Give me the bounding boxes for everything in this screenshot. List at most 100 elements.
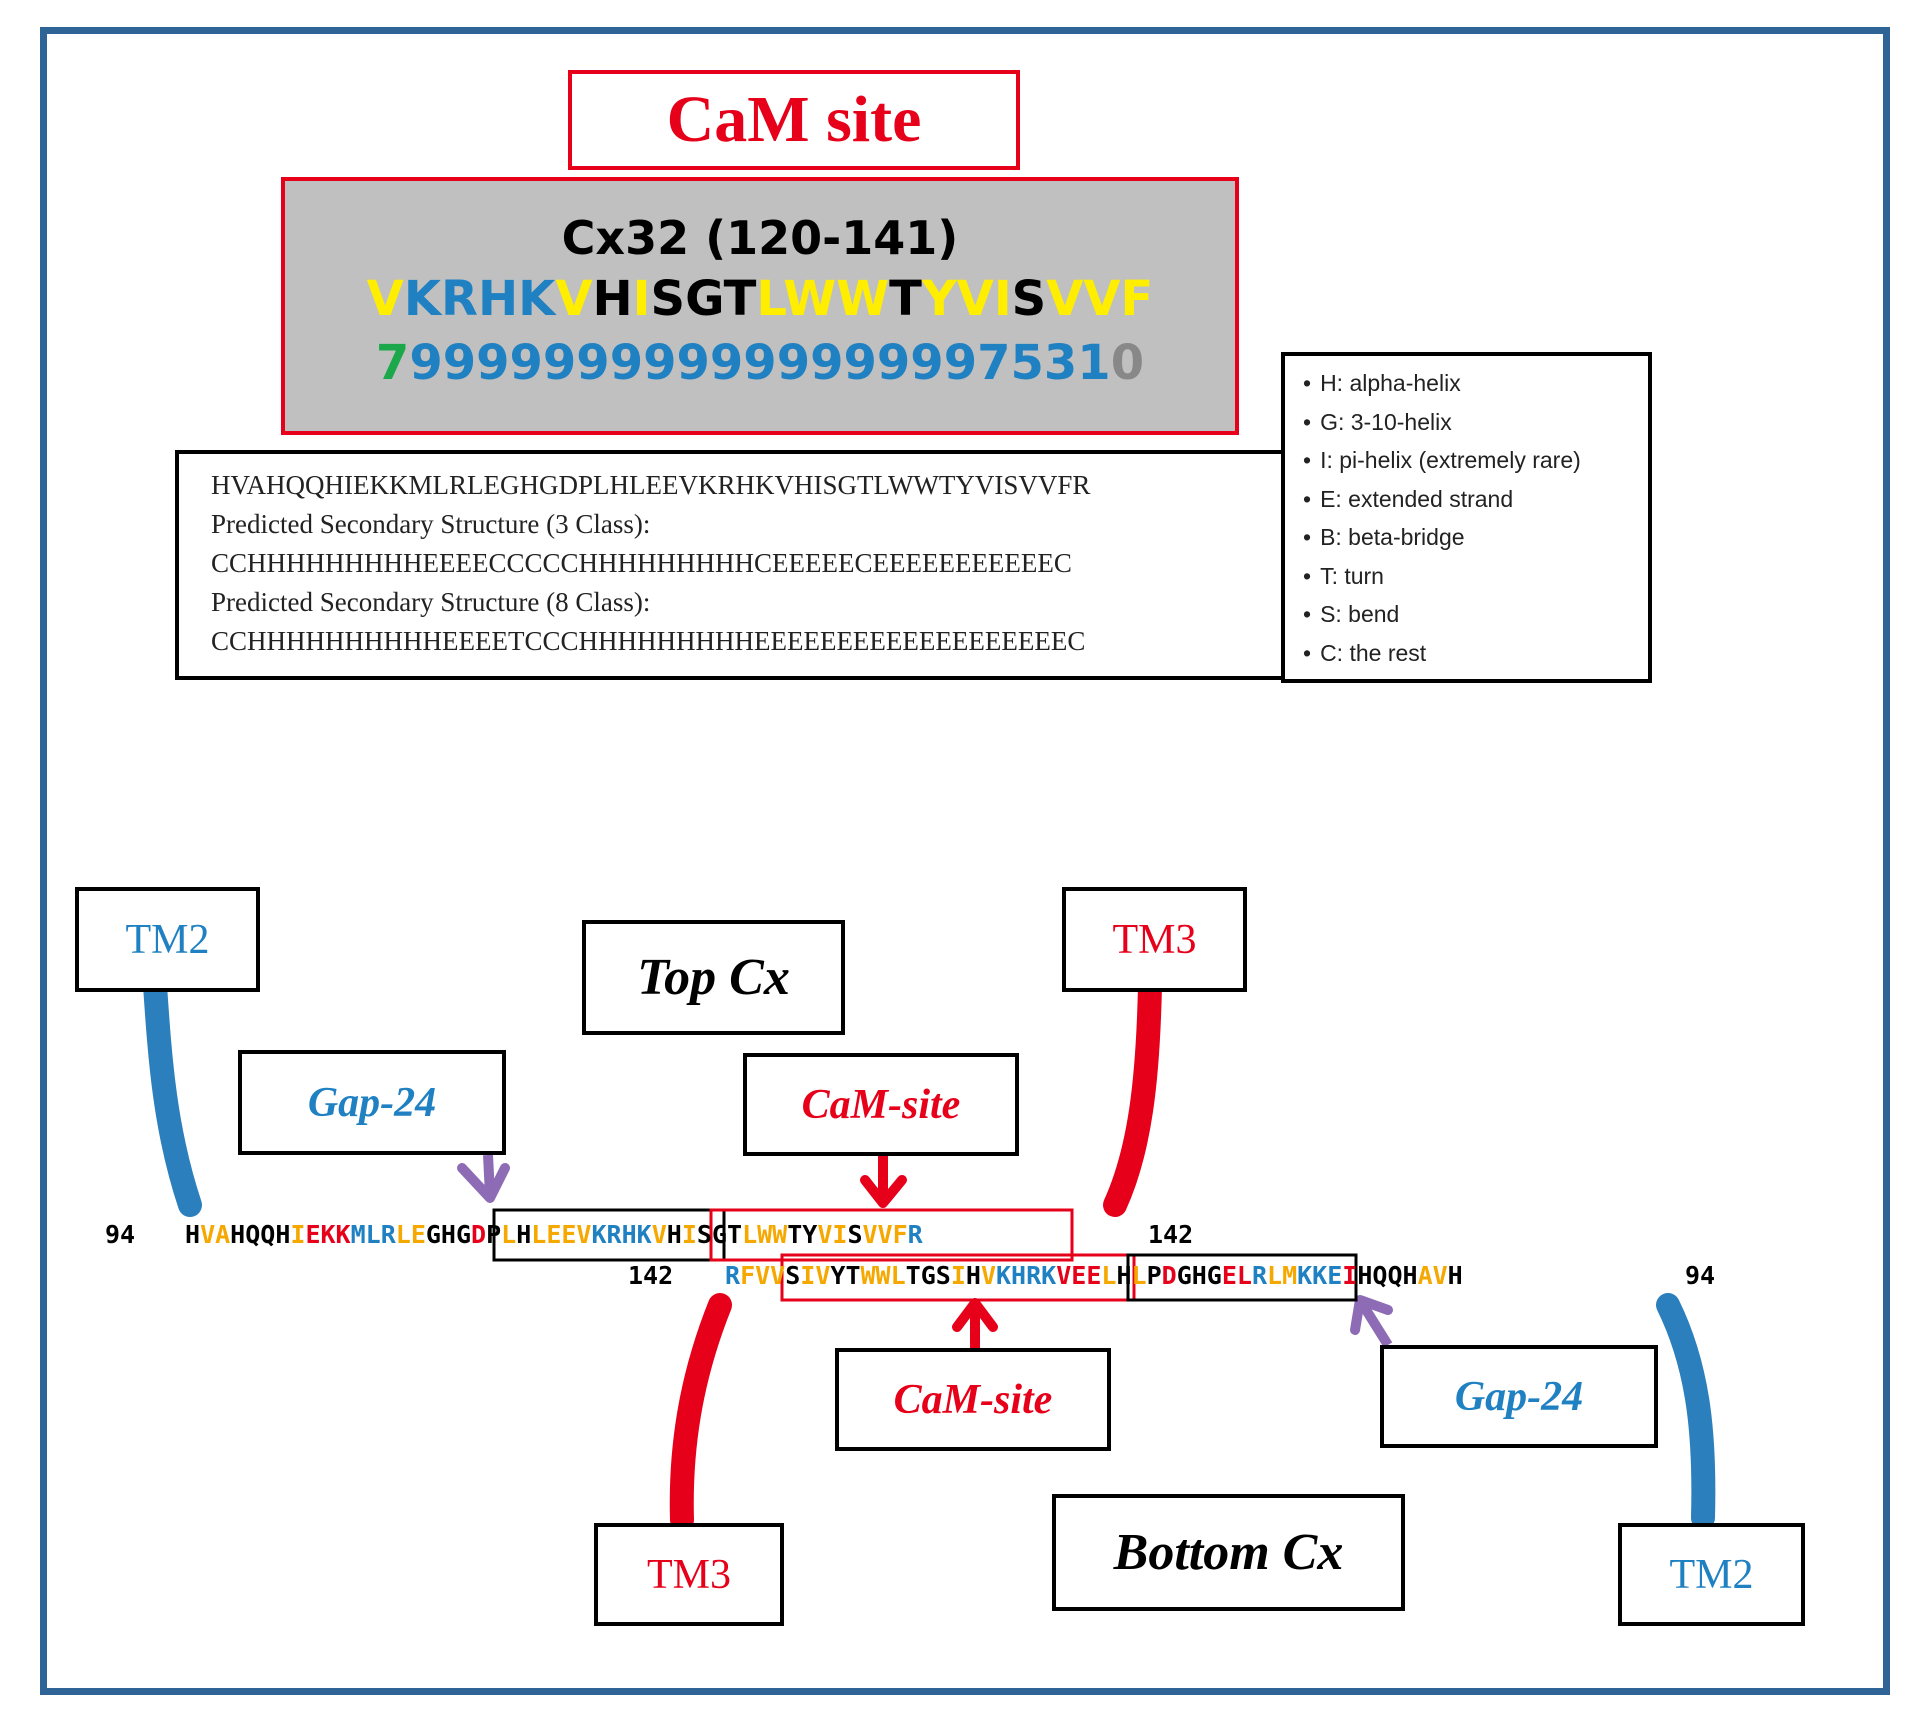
- top-cx-label: Top Cx: [582, 920, 845, 1035]
- bottom-strand-sequence: RFVVSIVYTWWLTGSIHVKHRKVEELHLPDGHGELRLMKK…: [725, 1261, 1463, 1290]
- residue-segment: R: [725, 1261, 741, 1290]
- gap24-top-highlight: [492, 1208, 726, 1262]
- residue-segment: HQQH: [1357, 1261, 1418, 1290]
- residue-segment: VEE: [1056, 1261, 1102, 1290]
- residue-segment: SGT: [696, 1220, 743, 1249]
- prediction-8class-structure: CCHHHHHHHHHHEEEETCCCHHHHHHHHHEEEEEEEEEEE…: [211, 626, 1086, 656]
- tm3-bottom-label: TM3: [594, 1523, 784, 1626]
- structure-legend: H: alpha-helix G: 3-10-helix I: pi-helix…: [1281, 352, 1652, 683]
- residue-segment: V: [651, 1220, 667, 1249]
- residue-segment: AV: [1417, 1261, 1448, 1290]
- residue-segment: L: [1131, 1261, 1147, 1290]
- residue-segment: R: [907, 1220, 923, 1249]
- residue-segment: TGS: [905, 1261, 951, 1290]
- figure-frame: [40, 27, 1890, 1695]
- residue-segment: GHG: [1176, 1261, 1222, 1290]
- residue-segment: SGT: [650, 271, 757, 327]
- prediction-8class-label: Predicted Secondary Structure (8 Class):: [211, 587, 651, 617]
- residue-segment: H: [666, 1220, 682, 1249]
- residue-segment: VI: [817, 1220, 848, 1249]
- bottom-strand-end: 94: [1685, 1261, 1716, 1290]
- prediction-text: HVAHQQHIEKKMLRLEGHGDPLHLEEVKRHKVHISGTLWW…: [179, 454, 1090, 661]
- residue-segment: LEEV: [531, 1220, 592, 1249]
- residue-segment: D: [1161, 1261, 1177, 1290]
- residue-segment: R: [1251, 1261, 1268, 1290]
- residue-segment: KKE: [1297, 1261, 1343, 1290]
- tm2-bottom-label: TM2: [1618, 1523, 1805, 1626]
- bottom-cx-label: Bottom Cx: [1052, 1494, 1405, 1611]
- residue-segment: WWL: [860, 1261, 906, 1290]
- residue-segment: H: [1116, 1261, 1132, 1290]
- residue-segment: I: [290, 1220, 306, 1249]
- residue-segment: S: [1011, 271, 1047, 327]
- residue-segment: P: [1146, 1261, 1162, 1290]
- tm2-bottom-connector: [1656, 1293, 1716, 1530]
- residue-segment: V: [980, 1261, 996, 1290]
- gap24-top-label: Gap-24: [238, 1050, 506, 1155]
- cam-site-title: CaM site: [568, 70, 1020, 170]
- legend-item: T: turn: [1303, 557, 1581, 596]
- residue-segment: H: [185, 1220, 201, 1249]
- residue-segment: V: [555, 271, 593, 327]
- residue-segment: FVV: [740, 1261, 786, 1290]
- tm2-top-connector: [143, 973, 202, 1217]
- legend-item: I: pi-helix (extremely rare): [1303, 441, 1581, 480]
- residue-segment: I: [632, 271, 651, 327]
- top-strand-end: 142: [1148, 1220, 1194, 1249]
- top-strand-start: 94: [105, 1220, 136, 1249]
- tm2-top-label: TM2: [75, 887, 260, 992]
- prediction-sequence: HVAHQQHIEKKMLRLEGHGDPLHLEEVKRHKVHISGTLWW…: [211, 470, 1091, 500]
- residue-segment: H: [516, 1220, 532, 1249]
- bottom-strand-start: 142: [628, 1261, 674, 1290]
- residue-segment: YT: [830, 1261, 861, 1290]
- cam-site-bottom-label: CaM-site: [835, 1348, 1111, 1451]
- residue-segment: D: [471, 1220, 487, 1249]
- residue-segment: L: [1101, 1261, 1117, 1290]
- legend-list: H: alpha-helix G: 3-10-helix I: pi-helix…: [1285, 356, 1581, 672]
- cx32-confidence-scores: 79999999999999999975310: [376, 335, 1144, 391]
- prediction-3class-label: Predicted Secondary Structure (3 Class):: [211, 509, 651, 539]
- legend-item: E: extended strand: [1303, 480, 1581, 519]
- score-segment: 7: [375, 335, 410, 391]
- residue-segment: YVI: [921, 271, 1012, 327]
- prediction-3class-structure: CCHHHHHHHHHEEEECCCCCHHHHHHHHHCEEEEECEEEE…: [211, 548, 1072, 578]
- residue-segment: VA: [200, 1220, 231, 1249]
- residue-segment: TY: [787, 1220, 818, 1249]
- residue-segment: HQQH: [230, 1220, 291, 1249]
- gap24-bottom-arrow: [1358, 1302, 1393, 1348]
- residue-segment: L: [501, 1220, 517, 1249]
- legend-item: S: bend: [1303, 595, 1581, 634]
- top-strand-sequence: HVAHQQHIEKKMLRLEGHGDPLHLEEVKRHKVHISGTLWW…: [185, 1220, 923, 1249]
- residue-segment: T: [889, 271, 922, 327]
- residue-segment: LWW: [756, 271, 890, 327]
- residue-segment: V: [366, 271, 404, 327]
- gap24-bottom-highlight: [1126, 1253, 1358, 1302]
- prediction-panel: HVAHQQHIEKKMLRLEGHGDPLHLEEVKRHKVHISGTLWW…: [175, 450, 1285, 680]
- legend-item: B: beta-bridge: [1303, 518, 1581, 557]
- residue-segment: KHRK: [996, 1261, 1057, 1290]
- residue-segment: H: [1447, 1261, 1463, 1290]
- score-segment: 999999999999999997531: [409, 335, 1111, 391]
- residue-segment: LM: [1267, 1261, 1298, 1290]
- cx32-sequence: VKRHKVHISGTLWWTYVISVVF: [367, 271, 1154, 327]
- cam-site-top-label: CaM-site: [743, 1053, 1019, 1156]
- cx32-title: Cx32 (120-141): [561, 211, 959, 265]
- score-segment: 0: [1110, 335, 1145, 391]
- residue-segment: I: [1342, 1261, 1358, 1290]
- residue-segment: I: [681, 1220, 697, 1249]
- residue-segment: LE: [395, 1220, 426, 1249]
- legend-item: H: alpha-helix: [1303, 364, 1581, 403]
- residue-segment: S: [847, 1220, 863, 1249]
- residue-segment: IV: [800, 1261, 831, 1290]
- cx32-panel: Cx32 (120-141) VKRHKVHISGTLWWTYVISVVF 79…: [281, 177, 1239, 435]
- residue-segment: H: [965, 1261, 981, 1290]
- residue-segment: I: [950, 1261, 966, 1290]
- residue-segment: EKK: [305, 1220, 351, 1249]
- residue-segment: P: [486, 1220, 502, 1249]
- residue-segment: S: [785, 1261, 801, 1290]
- residue-segment: LWW: [742, 1220, 788, 1249]
- legend-item: C: the rest: [1303, 634, 1581, 673]
- residue-segment: VVF: [1046, 271, 1154, 327]
- residue-segment: VVF: [862, 1220, 908, 1249]
